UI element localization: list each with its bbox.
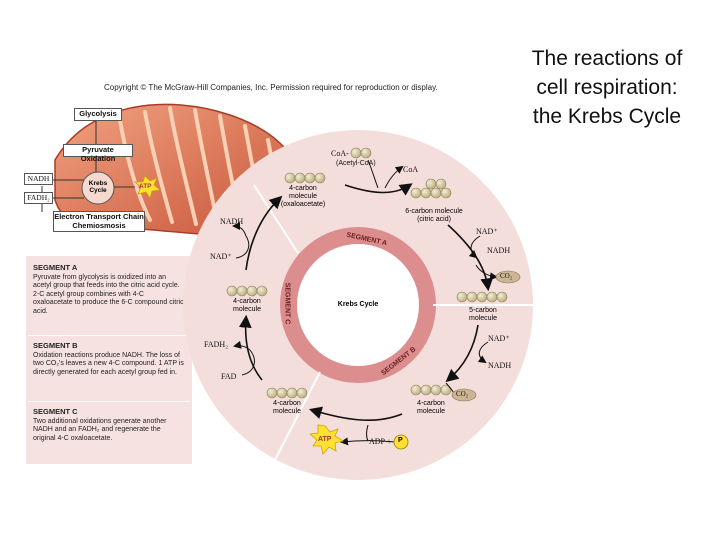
pyruvate-oxidation-box: Pyruvate Oxidation [63, 144, 133, 163]
segment-divider-1 [28, 335, 190, 336]
nad-plus-2: NAD⁺ [488, 334, 510, 343]
krebs-small-label: Krebs Cycle [88, 180, 108, 194]
segment-b-heading: SEGMENT B [33, 341, 78, 350]
segment-b-text: Oxidation reactions produce NADH. The lo… [33, 351, 184, 376]
phosphate-circle [393, 434, 409, 450]
nadh-3: NADH [220, 217, 244, 226]
four-carbon-molecule-right [410, 384, 452, 396]
segment-c-text: Two additional oxidations generate anoth… [33, 417, 167, 442]
arrow-left-to-oxaloacetate [245, 195, 283, 271]
title-line-1: The reactions of [531, 47, 683, 70]
coa-out-label: CoA [403, 165, 419, 174]
fad-label: FAD [221, 372, 237, 381]
atp-burst-small [133, 175, 161, 199]
arrow-coa-out [384, 165, 404, 189]
co2-oval-2 [451, 388, 477, 402]
coa-in-label: CoA- [331, 149, 349, 158]
atp-label: ATP [318, 436, 332, 443]
title-line-2: cell respiration: [536, 76, 678, 99]
segment-divider-2 [28, 401, 190, 402]
nadh-2: NADH [488, 361, 512, 370]
acetyl-coa-label: (Acetyl-CoA) [336, 160, 376, 167]
co2-oval-1 [495, 270, 521, 284]
atp-small-label: ATP [139, 183, 152, 190]
glycolysis-box: Glycolysis [74, 108, 122, 121]
segment-b-description: SEGMENT B Oxidation reactions produce NA… [28, 338, 190, 398]
slide-title: The reactions of cell respiration: the K… [512, 44, 702, 131]
five-carbon-label: 5-carbon molecule [468, 307, 497, 322]
etc-box: Electron Transport Chain Chemiosmosis [53, 211, 145, 232]
cycle-center [297, 244, 419, 366]
oxaloacetate-molecule [284, 172, 326, 184]
citric-acid-molecule [410, 178, 452, 199]
arrow-fad [241, 349, 255, 376]
arrow-nadh-3 [232, 222, 247, 237]
five-carbon-molecule [456, 291, 508, 303]
nadh-1: NADH [487, 246, 511, 255]
co2-1-label: CO₂ [500, 272, 513, 280]
arrow-bottom-to-left [238, 314, 263, 381]
copyright-notice: Copyright © The McGraw-Hill Companies, I… [104, 83, 438, 92]
acetyl-molecule [350, 147, 372, 159]
arrow-fadh2 [233, 340, 251, 351]
four-carbon-label-bottom: 4-carbon molecule [272, 400, 301, 415]
four-carbon-label-left: 4-carbon molecule [232, 298, 261, 313]
arrow-nad-1 [468, 235, 481, 259]
segment-c-heading: SEGMENT C [33, 407, 78, 416]
segment-c-description: SEGMENT C Two additional oxidations gene… [28, 404, 190, 460]
nad-plus-3: NAD⁺ [210, 252, 232, 261]
oxaloacetate-label: 4-carbon molecule (oxaloacetate) [280, 185, 326, 208]
fadh2-label: FADH₂ [204, 340, 228, 349]
fadh2-box: FADH₂ [24, 192, 53, 204]
arrow-oxaloacetate-to-citrate [344, 183, 413, 196]
segment-a-heading: SEGMENT A [33, 263, 78, 272]
nadh-box: NADH [24, 173, 53, 185]
segment-a-text: Pyruvate from glycolysis is oxidized int… [33, 273, 184, 315]
cycle-center-label: Krebs Cycle [337, 301, 379, 308]
citric-acid-label: 6-carbon molecule (citric acid) [405, 208, 463, 223]
four-carbon-molecule-bottom [266, 387, 308, 399]
segment-c-label: SEGMENT C [283, 282, 291, 325]
arrow-four-to-four [308, 406, 403, 422]
atp-burst [309, 424, 345, 455]
segment-a-description: SEGMENT A Pyruvate from glycolysis is ox… [28, 260, 190, 332]
four-carbon-label-right: 4-carbon molecule [416, 400, 445, 415]
mitochondrion-cristae [118, 106, 282, 228]
arrow-atp-link [366, 424, 369, 442]
arrow-nad-3 [235, 235, 250, 259]
co2-2-label: CO₂ [456, 390, 469, 398]
arrow-coa-in [367, 159, 379, 189]
title-line-3: the Krebs Cycle [532, 105, 682, 128]
phosphate-label: P [398, 437, 403, 444]
four-carbon-molecule-left [226, 285, 268, 297]
krebs-circle-small [81, 171, 115, 205]
arrow-five-to-four [445, 324, 479, 383]
arrow-nad-2 [477, 341, 489, 364]
arrow-co2-1 [475, 264, 498, 281]
nad-plus-1: NAD⁺ [476, 227, 498, 236]
adp-plus-label: ADP + [369, 437, 392, 446]
